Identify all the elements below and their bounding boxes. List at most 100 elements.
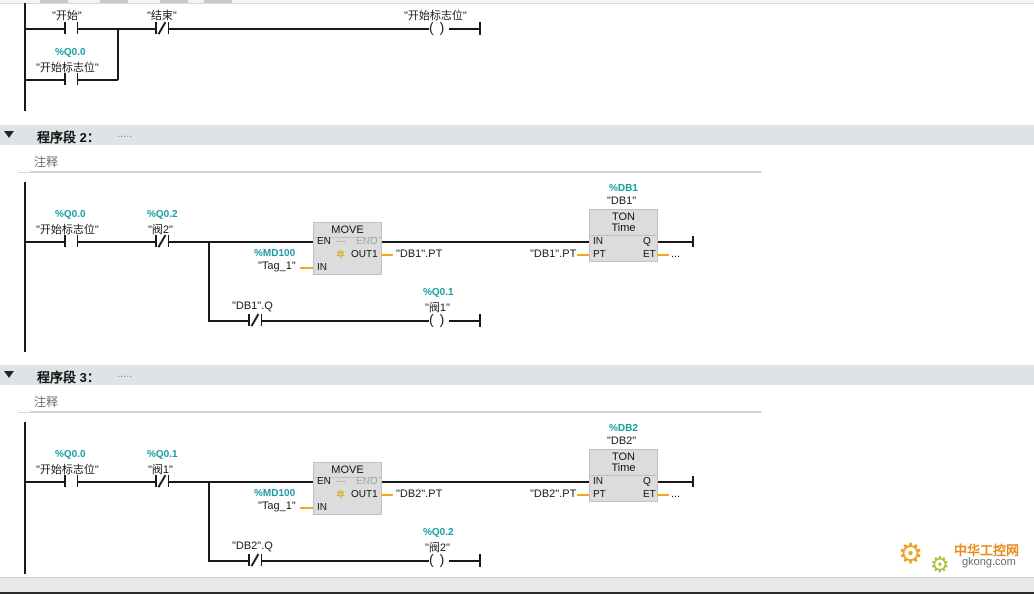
contact-address: %Q0.0	[55, 47, 86, 58]
pin-out1[interactable]: OUT1	[351, 489, 378, 500]
pin-pt[interactable]: PT	[593, 489, 606, 500]
network-comment[interactable]: 注释	[30, 151, 761, 172]
pin-in[interactable]: IN	[593, 236, 603, 247]
nc-contact-stop[interactable]	[155, 21, 169, 35]
coil-label: "开始标志位"	[404, 10, 467, 22]
nc-contact[interactable]	[248, 553, 262, 567]
pin-connector	[577, 254, 589, 256]
tab-stub[interactable]	[160, 0, 188, 3]
operand-label[interactable]: "Tag_1"	[258, 260, 296, 272]
rung-line	[25, 481, 314, 483]
nc-contact[interactable]	[248, 313, 262, 327]
comment-text: 注释	[34, 155, 59, 169]
power-rail	[24, 182, 26, 352]
pin-out1[interactable]: OUT1	[351, 249, 378, 260]
divider	[18, 412, 762, 413]
no-contact[interactable]	[64, 475, 78, 487]
network-title-placeholder[interactable]: .....	[117, 128, 133, 140]
pin-en[interactable]: EN	[317, 476, 331, 487]
branch-join	[117, 28, 119, 80]
coil-label: "阀1"	[425, 302, 450, 314]
pin-en[interactable]: EN	[317, 236, 331, 247]
operand-label[interactable]: "DB1".PT	[396, 248, 443, 260]
pin-in[interactable]: IN	[317, 502, 327, 513]
pin-in[interactable]: IN	[593, 476, 603, 487]
power-rail	[24, 3, 26, 111]
timer-subtype[interactable]: Time	[611, 222, 636, 234]
pin-connector	[381, 494, 393, 496]
contact-label: "开始标志位"	[36, 224, 99, 236]
contact-label: "DB1".Q	[232, 300, 273, 312]
rung-end	[479, 554, 481, 567]
rung-line	[380, 241, 589, 243]
gear-icon: ⚙	[898, 538, 924, 569]
instance-label[interactable]: "DB2"	[607, 435, 637, 447]
collapse-triangle-icon[interactable]	[4, 131, 14, 138]
pin-eno[interactable]: ENO	[356, 476, 378, 487]
operand-label[interactable]: "DB2".PT	[530, 488, 577, 500]
branch-drop	[208, 241, 210, 321]
move-block-title: MOVE	[331, 224, 364, 236]
block-divider	[590, 235, 657, 236]
pin-connector	[381, 254, 393, 256]
contact-address: %Q0.0	[55, 209, 86, 220]
no-contact-latch[interactable]	[64, 73, 78, 85]
sparkle-icon: ✲	[336, 249, 346, 261]
pin-q[interactable]: Q	[643, 476, 651, 487]
operand-label[interactable]: "Tag_1"	[258, 500, 296, 512]
network-title-placeholder[interactable]: .....	[117, 368, 133, 380]
pin-eno[interactable]: ENO	[356, 236, 378, 247]
collapse-triangle-icon[interactable]	[4, 371, 14, 378]
tab-stub[interactable]	[100, 0, 128, 3]
tab-stub[interactable]	[40, 0, 68, 3]
no-contact-start[interactable]	[64, 22, 78, 34]
tab-stub[interactable]	[204, 0, 232, 3]
editor-tab-strip	[0, 0, 1034, 4]
network-comment[interactable]: 注释	[30, 391, 761, 412]
contact-address: %Q0.1	[147, 449, 178, 460]
operand-label[interactable]: ...	[671, 488, 681, 500]
nc-contact[interactable]	[155, 234, 169, 248]
network-title: 程序段 2：	[37, 130, 100, 145]
pin-et[interactable]: ET	[643, 249, 656, 260]
ton-timer-block[interactable]: TON Time IN Q PT ET	[589, 209, 658, 262]
rung-line	[657, 481, 693, 483]
output-coil[interactable]: ()	[429, 311, 451, 327]
output-coil[interactable]: ()	[429, 19, 451, 35]
contact-address: %Q0.2	[147, 209, 178, 220]
network-3-header[interactable]: 程序段 3： .....	[0, 365, 1034, 385]
rung-end	[692, 476, 694, 487]
move-block[interactable]: MOVE EN — ENO ✲ OUT1 IN	[313, 462, 382, 515]
pin-pt[interactable]: PT	[593, 249, 606, 260]
timer-type: TON	[611, 211, 636, 223]
no-contact[interactable]	[64, 235, 78, 247]
operand-label[interactable]: "DB2".PT	[396, 488, 443, 500]
operand-label[interactable]: "DB1".PT	[530, 248, 577, 260]
watermark-text: 中华工控网	[954, 543, 1020, 558]
ton-timer-block[interactable]: TON Time IN Q PT ET	[589, 449, 658, 502]
pin-in[interactable]: IN	[317, 262, 327, 273]
output-coil[interactable]: ()	[429, 551, 451, 567]
contact-label: "开始"	[52, 10, 82, 22]
instance-label[interactable]: "DB1"	[607, 195, 637, 207]
block-divider	[590, 475, 657, 476]
move-block[interactable]: MOVE EN — ENO ✲ OUT1 IN	[313, 222, 382, 275]
timer-subtype[interactable]: Time	[611, 462, 636, 474]
pin-connector	[657, 254, 669, 256]
rung-line	[380, 481, 589, 483]
operand-label[interactable]: ...	[671, 248, 681, 260]
contact-label: "开始标志位"	[36, 62, 99, 74]
gear-icon: ⚙	[930, 552, 950, 577]
network-2-header[interactable]: 程序段 2： .....	[0, 125, 1034, 145]
nc-contact[interactable]	[155, 474, 169, 488]
comment-text: 注释	[34, 395, 59, 409]
block-divider	[314, 477, 381, 478]
network-title: 程序段 3：	[37, 370, 100, 385]
pin-connector	[657, 494, 669, 496]
rung-end	[479, 22, 481, 35]
contact-address: %Q0.0	[55, 449, 86, 460]
branch-drop	[208, 481, 210, 561]
pin-q[interactable]: Q	[643, 236, 651, 247]
pin-et[interactable]: ET	[643, 489, 656, 500]
coil-address: %Q0.1	[423, 287, 454, 298]
